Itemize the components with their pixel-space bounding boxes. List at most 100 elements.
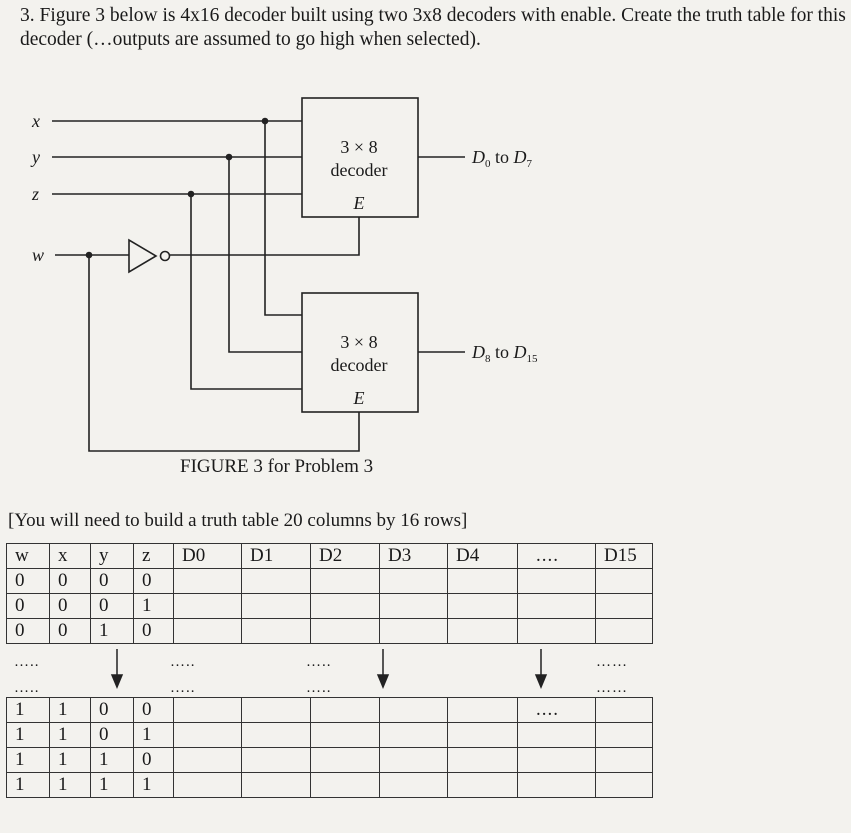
gap-dots: …..	[170, 680, 196, 696]
cell: 1	[90, 747, 134, 773]
empty-cell[interactable]	[241, 618, 311, 644]
cell: 1	[6, 722, 50, 748]
cell: 1	[90, 772, 134, 798]
empty-cell[interactable]	[241, 722, 311, 748]
empty-cell[interactable]	[595, 722, 653, 748]
empty-cell[interactable]	[241, 697, 311, 723]
cell: 1	[6, 697, 50, 723]
empty-cell[interactable]	[447, 568, 518, 594]
cell: 0	[6, 618, 50, 644]
gap-dots: …..	[306, 680, 332, 696]
gap-dots: ……	[596, 680, 628, 696]
cell: 1	[49, 697, 91, 723]
decoder-top-size: 3 × 8	[340, 137, 377, 157]
empty-cell[interactable]	[310, 747, 380, 773]
empty-cell[interactable]	[447, 697, 518, 723]
empty-cell[interactable]	[595, 697, 653, 723]
empty-cell[interactable]	[173, 772, 242, 798]
empty-cell[interactable]	[517, 593, 596, 619]
empty-cell[interactable]	[241, 593, 311, 619]
decoder-bottom-size: 3 × 8	[340, 332, 377, 352]
gap-dots: …..	[14, 654, 40, 670]
empty-cell[interactable]	[447, 772, 518, 798]
header-ellipsis: ....	[517, 543, 596, 569]
empty-cell[interactable]	[173, 697, 242, 723]
cell: 0	[49, 618, 91, 644]
empty-cell[interactable]	[173, 593, 242, 619]
empty-cell[interactable]	[310, 593, 380, 619]
empty-cell[interactable]	[379, 697, 448, 723]
empty-cell[interactable]	[379, 772, 448, 798]
cell: 0	[133, 747, 174, 773]
output-top-label: D0 to D7	[471, 147, 533, 170]
empty-cell[interactable]	[310, 697, 380, 723]
gap-dots: …..	[306, 654, 332, 670]
empty-cell[interactable]	[241, 747, 311, 773]
empty-cell[interactable]	[173, 747, 242, 773]
empty-cell[interactable]	[447, 747, 518, 773]
empty-cell[interactable]	[379, 618, 448, 644]
decoder-top-enable: E	[353, 193, 365, 213]
empty-cell[interactable]	[173, 618, 242, 644]
empty-cell[interactable]	[173, 722, 242, 748]
empty-cell[interactable]	[517, 772, 596, 798]
cell: 1	[133, 593, 174, 619]
cell: 1	[6, 747, 50, 773]
cell: 0	[133, 697, 174, 723]
inverter-gate	[128, 238, 158, 274]
empty-cell[interactable]	[447, 593, 518, 619]
gap-dots: …..	[14, 680, 40, 696]
empty-cell[interactable]	[379, 722, 448, 748]
empty-cell[interactable]	[379, 593, 448, 619]
header-d3: D3	[379, 543, 448, 569]
empty-cell[interactable]	[517, 568, 596, 594]
decoder-top-name: decoder	[331, 160, 388, 180]
cell: 1	[6, 772, 50, 798]
empty-cell[interactable]	[517, 618, 596, 644]
cell: 1	[133, 722, 174, 748]
header-w: w	[6, 543, 50, 569]
empty-cell[interactable]	[241, 772, 311, 798]
output-bottom-label: D8 to D15	[471, 342, 538, 365]
empty-cell[interactable]	[517, 747, 596, 773]
cell: 0	[49, 593, 91, 619]
empty-cell[interactable]	[595, 618, 653, 644]
empty-cell[interactable]	[595, 593, 653, 619]
empty-cell[interactable]	[447, 722, 518, 748]
gap-dots: ……	[596, 654, 628, 670]
cell: 1	[49, 772, 91, 798]
empty-cell[interactable]	[517, 722, 596, 748]
empty-cell[interactable]	[447, 618, 518, 644]
header-x: x	[49, 543, 91, 569]
empty-cell[interactable]	[310, 722, 380, 748]
header-d1: D1	[241, 543, 311, 569]
empty-cell[interactable]	[379, 747, 448, 773]
cell: 1	[49, 722, 91, 748]
input-z-label: z	[31, 184, 39, 204]
cell: 0	[133, 618, 174, 644]
empty-cell[interactable]	[379, 568, 448, 594]
cell: 1	[133, 772, 174, 798]
gap-dots: …..	[170, 654, 196, 670]
empty-cell[interactable]	[310, 618, 380, 644]
header-z: z	[133, 543, 174, 569]
empty-cell[interactable]	[310, 568, 380, 594]
empty-cell[interactable]	[241, 568, 311, 594]
empty-cell[interactable]	[595, 747, 653, 773]
input-w-label: w	[32, 245, 44, 265]
question-text: 3. Figure 3 below is 4x16 decoder built …	[20, 5, 846, 50]
empty-cell[interactable]	[595, 772, 653, 798]
figure-caption: FIGURE 3 for Problem 3	[180, 456, 374, 477]
inverter-bubble	[159, 250, 171, 262]
header-d4: D4	[447, 543, 518, 569]
empty-cell[interactable]	[173, 568, 242, 594]
empty-cell[interactable]	[595, 568, 653, 594]
cell: 0	[6, 568, 50, 594]
empty-cell[interactable]	[310, 772, 380, 798]
